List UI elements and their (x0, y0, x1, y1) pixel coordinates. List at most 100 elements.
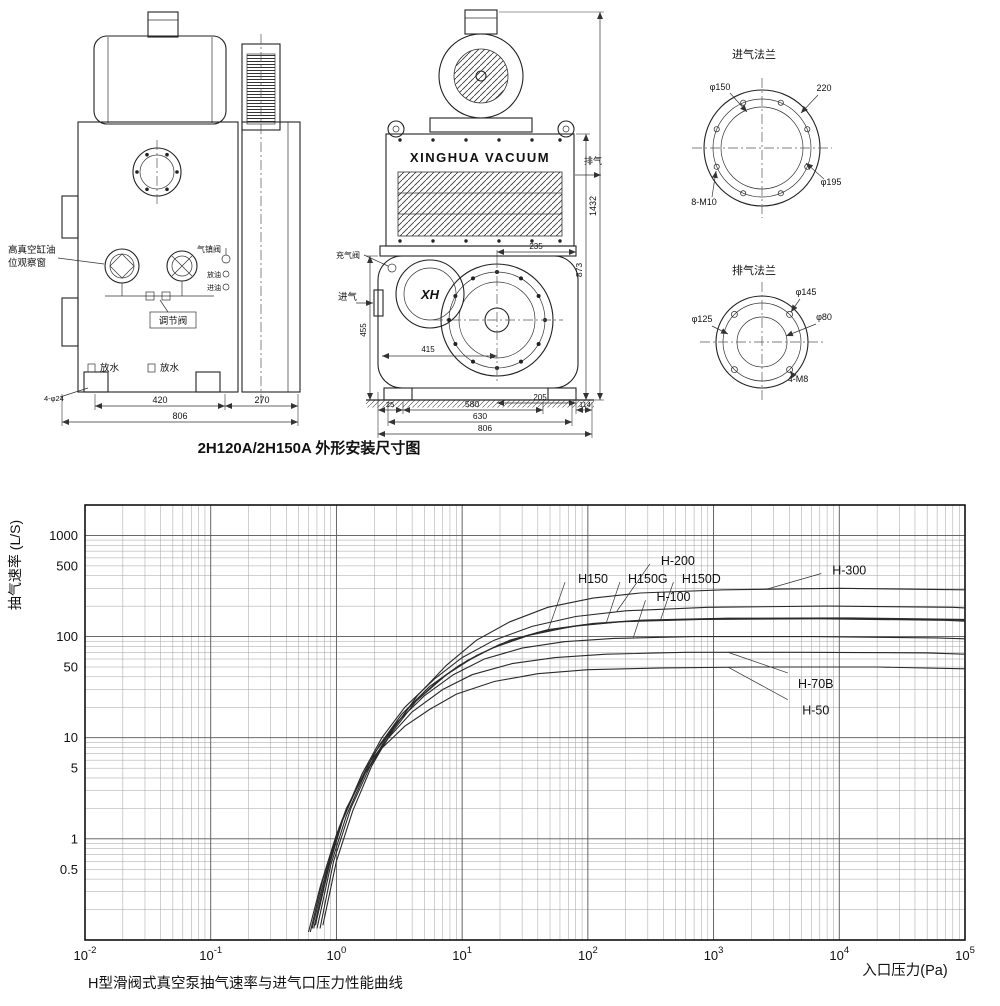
curve-label-leader (727, 666, 788, 701)
inlet-label: 进气 (338, 291, 358, 303)
inlet-port (373, 289, 384, 317)
y-tick-label: 500 (56, 558, 78, 573)
dim-806-front: 806 (478, 423, 492, 433)
lower-housing (377, 255, 579, 389)
curve-label: H150D (682, 572, 721, 586)
exhaust-flange-title: 排气法兰 (732, 263, 776, 277)
y-tick-label: 10 (64, 730, 78, 745)
motor-fan-grille (453, 48, 509, 104)
y-tick-label: 0.5 (60, 862, 78, 877)
y-tick-label: 100 (56, 629, 78, 644)
drawing-caption: 2H120A/2H150A 外形安装尺寸图 (198, 439, 421, 457)
curve-label-leader (765, 573, 822, 590)
logo-text: XH (420, 287, 440, 302)
dim-phi125: φ125 (692, 314, 713, 324)
x-tick-label: 104 (829, 945, 849, 963)
oil-drain-label: 放油 (207, 270, 221, 279)
sight-glass-label-line2: 位观察窗 (8, 257, 46, 269)
curve-H-50 (307, 666, 966, 933)
plot-frame (84, 504, 966, 941)
dim-580: 580 (465, 399, 479, 409)
oil-drain-fitting (222, 270, 230, 278)
y-tick-label: 1 (71, 831, 78, 846)
curve-H-100 (311, 636, 966, 929)
dim-phi80: φ80 (816, 312, 832, 322)
regulator-label: 调节阀 (159, 315, 188, 327)
gas-ballast-label: 气镇阀 (197, 244, 221, 254)
dim-1432: 1432 (588, 196, 598, 216)
oil-fill-label: 进油 (207, 283, 221, 292)
motor-body (93, 35, 227, 125)
lifting-eye (387, 120, 405, 138)
y-tick-label: 5 (71, 761, 78, 776)
dim-873: 873 (574, 263, 584, 277)
dim-205: 205 (533, 393, 547, 402)
curve-H-300 (322, 587, 966, 926)
charge-valve-label: 充气阀 (336, 250, 360, 260)
curve-label: H-100 (656, 590, 690, 604)
pump-side-view: 高真空缸油 位观察窗 气镇阀 放油 进油 调节阀 放水 放水 420 270 8… (8, 11, 301, 426)
foot (547, 387, 577, 401)
x-axis-label: 入口压力(Pa) (862, 962, 947, 979)
dim-455: 455 (359, 323, 368, 337)
curve-label-leader (632, 600, 646, 638)
x-tick-label: 10-2 (74, 945, 97, 963)
curve-label: H-70B (798, 677, 833, 691)
curve-label-leader (727, 651, 788, 674)
sight-glass-label-line1: 高真空缸油 (8, 244, 56, 256)
dim-630: 630 (473, 411, 487, 421)
brand-text: XINGHUA VACUUM (410, 150, 550, 165)
curve-label-leader (547, 582, 566, 632)
dim-phi145: φ145 (796, 287, 817, 297)
drain-label-2: 放水 (160, 362, 180, 374)
curve-H-70B (309, 651, 966, 933)
intake-flange-detail: 进气法兰 φ150 220 φ195 8-M10 (691, 47, 841, 218)
x-tick-label: 101 (452, 945, 472, 963)
pump-front-view: XINGHUA VACUUM 排气 XH 充气阀 进气 (336, 9, 604, 438)
curve-label: H-300 (832, 564, 866, 578)
foot (83, 371, 109, 393)
dim-270: 270 (254, 395, 269, 405)
curve-label-leader (605, 582, 621, 624)
curve-H-200 (314, 605, 966, 926)
curve-H150D (319, 617, 966, 929)
motor-base (429, 117, 533, 133)
dim-420: 420 (152, 395, 167, 405)
dim-phi150: φ150 (710, 82, 731, 92)
dim-114: 114 (579, 400, 591, 409)
exhaust-label: 排气 (584, 155, 602, 166)
regulator-label-box (149, 311, 197, 329)
curve-label: H-200 (661, 554, 695, 568)
curve-H150G (316, 617, 966, 929)
gas-ballast-valve (221, 254, 231, 264)
y-tick-label: 1000 (49, 528, 78, 543)
dim-235: 235 (529, 242, 543, 251)
x-tick-label: 103 (704, 945, 724, 963)
dim-4-M8: 4-M8 (788, 374, 809, 384)
foot (383, 387, 413, 401)
curve-label-leader (660, 582, 674, 620)
exhaust-grille (397, 171, 563, 237)
pump-body (77, 121, 239, 393)
dim-phi195: φ195 (821, 177, 842, 187)
drain-label-1: 放水 (100, 362, 120, 374)
curve-H150 (313, 618, 966, 929)
oil-fill-fitting (222, 283, 230, 291)
curve-label: H-50 (802, 704, 829, 718)
y-axis-label: 抽气速率 (L/S) (7, 520, 23, 610)
lifting-eye (557, 120, 575, 138)
y-tick-label: 50 (64, 660, 78, 675)
exhaust-flange-detail: 排气法兰 φ145 φ80 φ125 4-M8 (692, 263, 832, 402)
x-tick-label: 102 (578, 945, 598, 963)
dim-220: 220 (816, 83, 831, 93)
curve-label: H150 (578, 572, 608, 586)
intake-flange-title: 进气法兰 (732, 47, 776, 61)
dim-25: 25 (386, 400, 394, 409)
foot (195, 371, 221, 393)
valve-housing (395, 259, 465, 329)
dimension-drawing: 高真空缸油 位观察窗 气镇阀 放油 进油 调节阀 放水 放水 420 270 8… (8, 9, 841, 457)
ground-hatch (366, 400, 594, 408)
dim-8-M10: 8-M10 (691, 197, 717, 207)
